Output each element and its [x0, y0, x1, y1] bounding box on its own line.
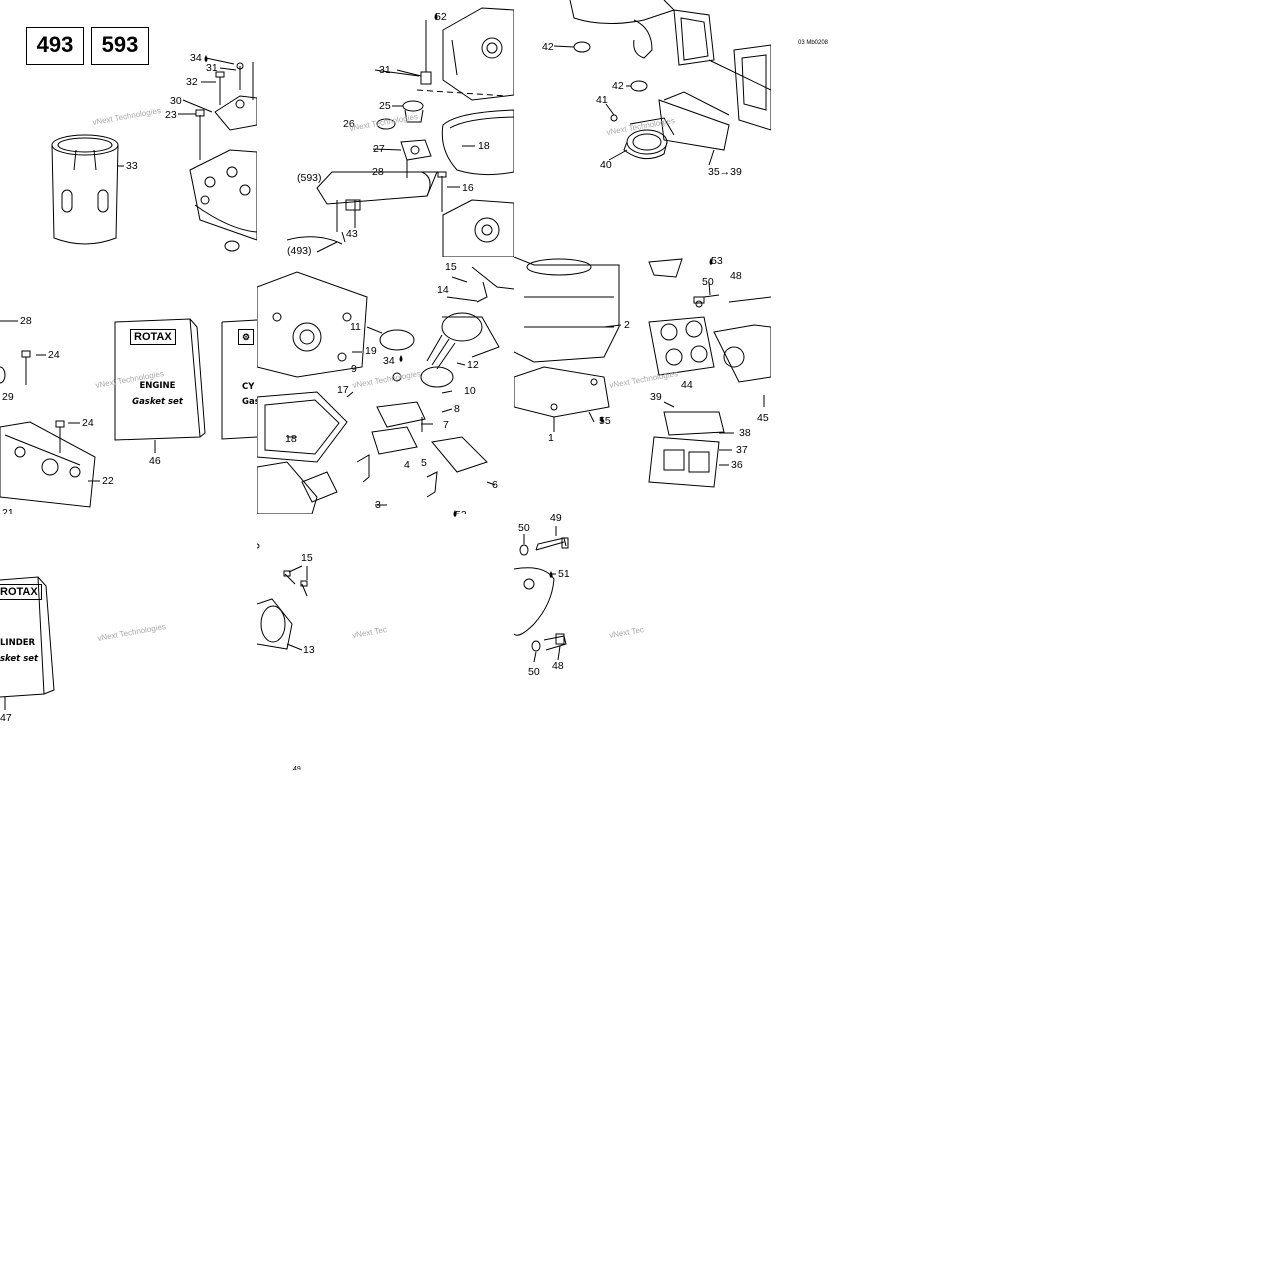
- callout: 24: [82, 417, 94, 429]
- diagram-tile-cylinder-and-reed: 53 50 48 2 44 39 45 38 55 1 37 36 vNext …: [514, 257, 771, 514]
- diagram-tile-cylinder-gasket-set: ROTAX LINDER sket set 47 vNext Technolog…: [0, 514, 257, 771]
- callout: 28: [20, 315, 32, 327]
- callout: 18: [478, 140, 490, 152]
- booklet-title: ENGINE: [139, 381, 176, 391]
- booklet-subtitle: sket set: [0, 654, 39, 664]
- callout: 45: [757, 412, 769, 424]
- booklet-subtitle-partial: Gas: [242, 397, 257, 407]
- callout: 11: [350, 321, 361, 333]
- tile-drawing: [286, 7, 514, 257]
- callout-51: 51: [558, 568, 570, 580]
- callout: 30: [170, 95, 182, 107]
- callout: 31: [206, 62, 218, 74]
- diagram-tile-exhaust-valve-cover: 15 13 vNext Tec: [257, 514, 514, 771]
- rotax-logo-partial: ⚙: [238, 329, 255, 345]
- callout: 38: [739, 427, 751, 439]
- callout: 39: [650, 391, 662, 403]
- callout: 15: [301, 552, 313, 564]
- callout: 13: [303, 644, 315, 656]
- callout-46: 46: [149, 455, 161, 467]
- tile-drawing: [257, 543, 308, 651]
- callout: 40: [600, 159, 612, 171]
- callout: 48: [730, 270, 742, 282]
- diagram-tile-intake: 42 42 41 40 35→39 vNext Technologies: [514, 0, 771, 257]
- callout: 43: [346, 228, 358, 240]
- callout: 10: [464, 385, 476, 397]
- tile-drawing: [553, 0, 771, 166]
- callout: 50: [528, 666, 540, 678]
- callout: 42: [612, 80, 624, 92]
- callout: 32: [186, 76, 198, 88]
- callout: 41: [596, 94, 608, 106]
- callout: 36: [731, 459, 743, 471]
- callout: 16: [462, 182, 474, 194]
- diagram-tile-cylinder-head: 52 31 25 26 27 18 28 16 43 20 (593) (493…: [257, 0, 514, 257]
- callout: 15: [445, 261, 457, 273]
- callout: 26: [343, 118, 355, 130]
- callout: 37: [736, 444, 748, 456]
- callout: 9: [351, 363, 357, 375]
- callout-47: 47: [0, 712, 12, 724]
- callout: 14: [437, 284, 449, 296]
- callout: 31: [379, 64, 391, 76]
- callout: 22: [102, 475, 114, 487]
- callout: 4: [404, 459, 410, 471]
- callout: 5: [421, 457, 427, 469]
- callout: 1: [548, 432, 554, 444]
- callout: 50: [702, 276, 714, 288]
- diagram-tile-exhaust-flange: 50 49 51 50 48 vNext Tec: [514, 514, 771, 771]
- callout: 50: [518, 522, 530, 534]
- tile-drawing: [514, 526, 569, 663]
- callout: 49: [550, 514, 562, 524]
- callout: 28: [372, 166, 384, 178]
- callout: 17: [337, 384, 349, 396]
- callout: 48: [552, 660, 564, 672]
- callout: 23: [165, 109, 177, 121]
- callout: 2: [624, 319, 630, 331]
- tile-drawing: [51, 57, 257, 252]
- callout: 21: [2, 507, 14, 514]
- engine-493-box: 493: [26, 27, 84, 65]
- tile-drawing: [257, 266, 514, 514]
- callout: 27: [373, 143, 385, 155]
- tile-drawing: [514, 257, 771, 488]
- callout: 34: [383, 355, 395, 367]
- callout: 12: [467, 359, 479, 371]
- callout-52: 52: [435, 11, 447, 23]
- callout: 24: [48, 349, 60, 361]
- callout: 3: [375, 499, 381, 511]
- diagram-tile-engine-gasket-set: 28 24 29 24 22 21 ROTAX ENGINE Gasket se…: [0, 257, 257, 514]
- booklet-title: LINDER: [0, 638, 36, 648]
- callout: 34: [190, 52, 202, 64]
- booklet-title-partial: CY: [242, 382, 255, 392]
- callout: 35→39: [708, 166, 742, 178]
- variant-label: (493): [287, 245, 312, 257]
- diagram-tile-head-and-rave: 15 14 11 19 12 34 9 10 17 8 7 18 4 5 6 3…: [257, 257, 514, 514]
- booklet-subtitle: Gasket set: [132, 397, 183, 407]
- callout: 7: [443, 419, 449, 431]
- reference-code: 03 Mb0208: [798, 40, 829, 46]
- variant-label: (593): [297, 172, 322, 184]
- callout: 25: [379, 100, 391, 112]
- tile-drawing: [0, 576, 55, 710]
- callout: 6: [492, 479, 498, 491]
- callout-55: 55: [599, 415, 611, 427]
- tile-drawing: [0, 318, 257, 508]
- callout: 44: [681, 379, 693, 391]
- callout-53: 53: [711, 257, 723, 267]
- callout: 19: [365, 345, 377, 357]
- callout: 18: [285, 433, 297, 445]
- diagram-tile-cylinder-sleeve: 493 593 34 31 32 30 23 33 vNext Technolo…: [0, 0, 257, 257]
- callout: 42: [542, 41, 554, 53]
- callout: 29: [2, 391, 14, 403]
- callout: 53: [455, 509, 467, 514]
- callout-fragment: 49: [293, 766, 301, 770]
- rotax-logo: ROTAX: [0, 584, 42, 600]
- rotax-logo: ROTAX: [130, 329, 176, 345]
- engine-593-box: 593: [91, 27, 149, 65]
- callout: 33: [126, 160, 138, 172]
- callout: 8: [454, 403, 460, 415]
